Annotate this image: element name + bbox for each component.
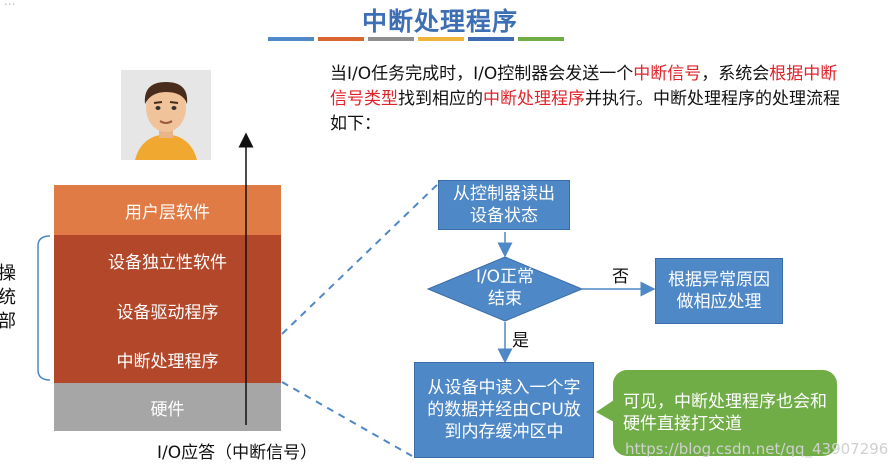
- desc-highlight-interrupt-signal: 中断信号: [633, 64, 702, 84]
- flow-read-data-box: 从设备中读入一个字的数据并经由CPU放到内存缓冲区中: [414, 362, 594, 458]
- layer-hardware-label: 硬件: [150, 399, 185, 420]
- flow-read-status-box: 从控制器读出设备状态: [438, 180, 570, 230]
- note-bubble-text: 可见，中断处理程序也会和硬件直接打交道: [623, 392, 827, 434]
- yes-branch-label: 是: [512, 331, 529, 351]
- flow-handle-error-text: 根据异常原因做相应处理: [668, 270, 770, 312]
- description-paragraph: 当I/O任务完成时，I/O控制器会发送一个中断信号，系统会根据中断信号类型找到相…: [330, 62, 850, 137]
- flow-handle-error-box: 根据异常原因做相应处理: [655, 258, 783, 324]
- desc-highlight-handler: 中断处理程序: [483, 89, 585, 109]
- layer-user-software: 用户层软件: [54, 185, 281, 235]
- title-bar-darkblue: [468, 37, 514, 41]
- watermark-url: https://blog.csdn.net/qq_43907296: [625, 440, 888, 458]
- layer-device-independent-label: 设备独立性软件: [108, 252, 227, 273]
- desc-part-2: ，系统会: [701, 64, 770, 84]
- side-brace: [37, 235, 51, 381]
- title-bar-gray: [368, 37, 414, 41]
- layer-device-independent-software: 设备独立性软件: [54, 235, 281, 285]
- no-branch-label: 否: [612, 267, 629, 287]
- decision-label: I/O正常结束: [470, 266, 540, 310]
- decision-label-text: I/O正常结束: [475, 267, 535, 309]
- side-vertical-label: 操统部: [0, 262, 18, 334]
- title-bar-orange: [318, 37, 364, 41]
- flow-read-status-text: 从控制器读出设备状态: [453, 184, 555, 226]
- io-response-label: I/O应答（中断信号）: [157, 443, 318, 463]
- person-avatar-icon: [121, 70, 211, 160]
- layer-interrupt-handler-label: 中断处理程序: [116, 351, 219, 372]
- corner-artifact-text: ...: [4, 0, 16, 8]
- flow-read-data-text: 从设备中读入一个字的数据并经由CPU放到内存缓冲区中: [427, 378, 581, 442]
- desc-part-1: 当I/O任务完成时，I/O控制器会发送一个: [330, 64, 634, 84]
- layer-device-driver: 设备驱动程序: [54, 285, 281, 335]
- layer-interrupt-handler: 中断处理程序: [54, 335, 281, 383]
- dashed-connector-top: [281, 181, 441, 335]
- desc-part-4: 并执行。中断处理程序的处理流程如下：: [330, 89, 840, 134]
- title-bar-green: [518, 37, 564, 41]
- decision-diamond: [426, 256, 584, 322]
- title-bar-blue: [268, 37, 314, 41]
- desc-part-3: 找到相应的: [398, 89, 483, 109]
- desc-highlight-signal-type: 根据中断信号类型: [330, 64, 838, 109]
- bubble-tail: [596, 400, 614, 422]
- note-bubble: 可见，中断处理程序也会和硬件直接打交道: [613, 370, 837, 456]
- layer-device-driver-label: 设备驱动程序: [116, 302, 219, 323]
- layer-user-software-label: 用户层软件: [125, 202, 210, 223]
- title-bar-yellow: [418, 37, 464, 41]
- layer-hardware: 硬件: [54, 383, 281, 431]
- side-label-text: 操统部: [0, 263, 16, 332]
- slide-title: 中断处理程序: [361, 7, 518, 36]
